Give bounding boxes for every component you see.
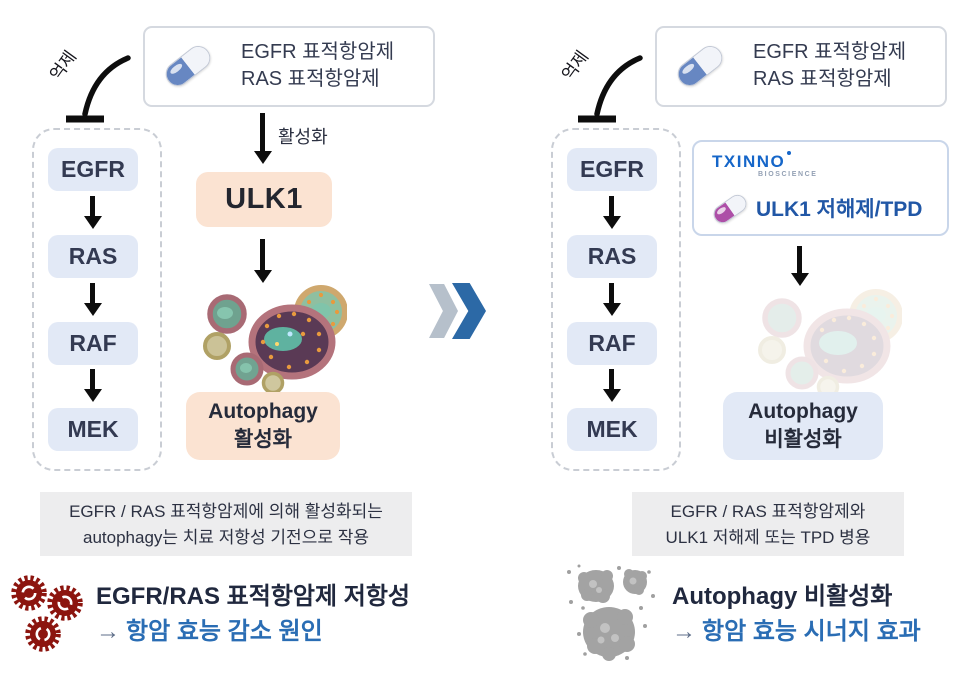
node-ras: RAS — [567, 235, 657, 278]
left-autophagy-result-box: Autophagy 활성화 — [186, 392, 340, 460]
right-info-box: EGFR / RAS 표적항암제와 ULK1 저해제 또는 TPD 병용 — [632, 492, 904, 556]
resistant-cancer-cells-icon — [11, 575, 83, 652]
result-line: 비활성화 — [764, 428, 842, 451]
conclusion-line1: Autophagy 비활성화 — [672, 583, 893, 610]
down-arrow-icon — [609, 369, 614, 390]
capsule-pill-icon — [672, 41, 728, 91]
down-arrow-icon — [90, 369, 95, 390]
autophagosome-cells-icon — [203, 285, 347, 395]
left-drug-box-text: EGFR 표적항암제 RAS 표적항암제 — [241, 39, 394, 93]
node-mek: MEK — [567, 408, 657, 451]
txinno-logo: TXINNO — [712, 151, 792, 171]
arrow-glyph: → — [96, 618, 120, 645]
drug-line: EGFR 표적항암제 — [753, 41, 907, 63]
conclusion-line1: EGFR/RAS 표적항암제 저항성 — [96, 583, 410, 610]
conclusion-line2: 항암 효능 시너지 효과 — [702, 618, 921, 645]
info-line: EGFR / RAS 표적항암제와 — [670, 502, 866, 521]
down-arrow-icon — [609, 196, 614, 217]
node-raf: RAF — [48, 322, 138, 365]
down-arrow-icon — [260, 113, 265, 152]
capsule-pill-icon — [160, 41, 216, 91]
chevron-right-icon — [429, 284, 458, 338]
down-arrow-icon — [609, 283, 614, 304]
drug-line: RAS 표적항암제 — [753, 68, 892, 90]
down-arrow-icon — [260, 239, 265, 271]
drug-line: RAS 표적항암제 — [241, 68, 380, 90]
capsule-pill-icon — [710, 191, 750, 227]
right-drug-box: EGFR 표적항암제 RAS 표적항암제 — [655, 26, 947, 107]
drug-line: EGFR 표적항암제 — [241, 41, 395, 63]
node-egfr: EGFR — [567, 148, 657, 191]
info-line: autophagy는 치료 저항성 기전으로 작용 — [83, 528, 369, 547]
txinno-drug-box: TXINNO BIOSCIENCE ULK1 저해제/TPD — [692, 140, 949, 236]
dying-tumor-cells-icon — [567, 564, 655, 661]
activate-label: 활성화 — [278, 127, 328, 147]
faded-autophagosome-cells-icon — [758, 289, 902, 399]
result-line: 활성화 — [234, 428, 292, 451]
arrow-glyph: → — [672, 618, 696, 645]
right-autophagy-result-box: Autophagy 비활성화 — [723, 392, 883, 460]
result-line: Autophagy — [748, 400, 858, 423]
node-egfr: EGFR — [48, 148, 138, 191]
down-arrow-icon — [90, 196, 95, 217]
conclusion-line2: 항암 효능 감소 원인 — [126, 618, 323, 645]
left-conclusion: EGFR/RAS 표적항암제 저항성 →항암 효능 감소 원인 — [96, 579, 410, 649]
info-line: ULK1 저해제 또는 TPD 병용 — [665, 528, 871, 547]
node-mek: MEK — [48, 408, 138, 451]
left-inhibition-arc — [66, 55, 131, 123]
result-line: Autophagy — [208, 400, 318, 423]
right-inhibition-arc — [578, 55, 643, 123]
node-raf: RAF — [567, 322, 657, 365]
down-arrow-icon — [90, 283, 95, 304]
ulk1-inhibitor-label: ULK1 저해제/TPD — [756, 198, 923, 221]
node-ras: RAS — [48, 235, 138, 278]
left-pathway-container — [32, 128, 162, 471]
right-pathway-container — [551, 128, 681, 471]
left-drug-box: EGFR 표적항암제 RAS 표적항암제 — [143, 26, 435, 107]
info-line: EGFR / RAS 표적항암제에 의해 활성화되는 — [69, 502, 383, 521]
right-drug-box-text: EGFR 표적항암제 RAS 표적항암제 — [753, 39, 906, 93]
ulk1-box: ULK1 — [196, 172, 332, 227]
down-arrow-icon — [797, 246, 802, 274]
left-info-box: EGFR / RAS 표적항암제에 의해 활성화되는 autophagy는 치료… — [40, 492, 412, 556]
txinno-logo-subtext: BIOSCIENCE — [758, 171, 818, 178]
right-conclusion: Autophagy 비활성화 →항암 효능 시너지 효과 — [672, 579, 921, 649]
